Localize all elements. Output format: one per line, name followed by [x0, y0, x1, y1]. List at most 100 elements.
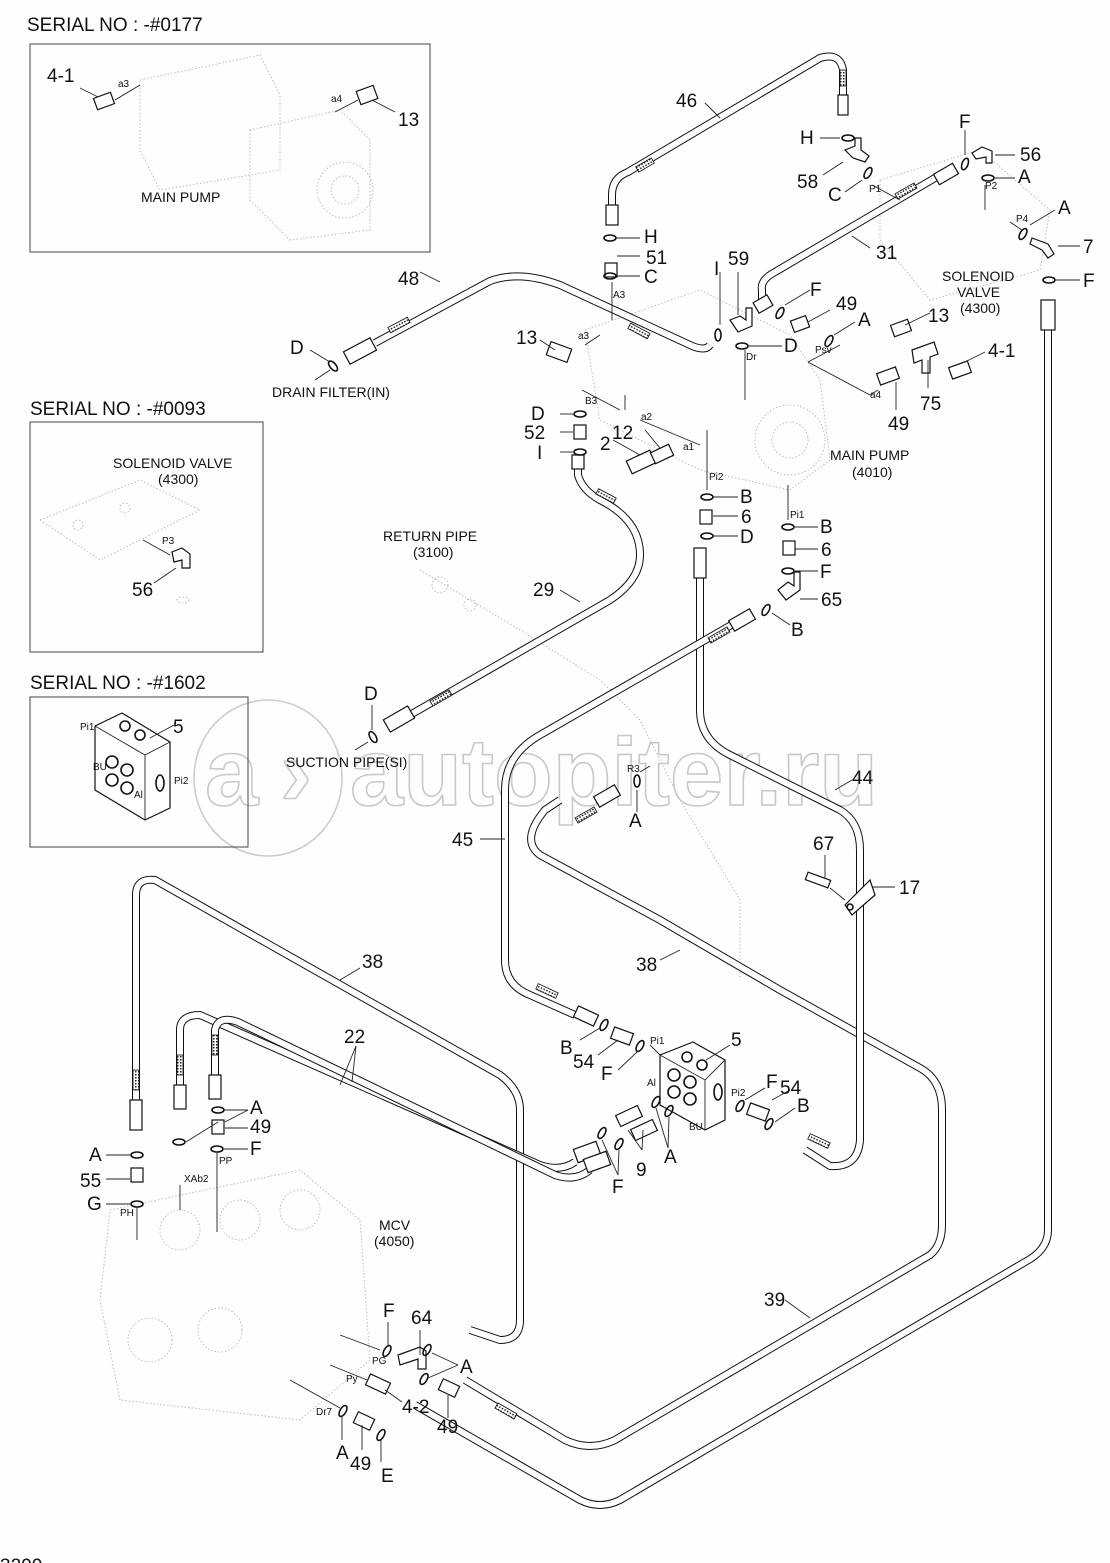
- inset-serial-0093: SERIAL NO : -#0093 SOLENOID VALVE (4300)…: [29, 399, 264, 653]
- pipe-45: [501, 607, 757, 1027]
- solenoid-valve-code: (4300): [960, 300, 1000, 316]
- seal-label: A: [460, 1357, 473, 1378]
- seal-label: E: [381, 1466, 394, 1487]
- hose-end: [572, 1005, 600, 1027]
- pipe-22: [173, 1011, 612, 1182]
- seal-label: B: [740, 487, 753, 508]
- inset-frame: [29, 421, 264, 653]
- seal-label: D: [740, 527, 754, 548]
- seal-label: A: [336, 1443, 349, 1464]
- port-label: PH: [120, 1208, 134, 1219]
- callout-38: 38: [362, 952, 383, 973]
- inset-title: SERIAL NO : -#1602: [30, 673, 206, 694]
- main-pump-label: MAIN PUMP: [830, 447, 909, 463]
- callout-29: 29: [533, 580, 554, 601]
- fitting-49: [437, 1377, 461, 1399]
- seal-label: B: [791, 620, 804, 641]
- seal-label: F: [612, 1177, 624, 1198]
- check-9: [614, 1104, 644, 1128]
- callout-58: 58: [797, 172, 818, 193]
- callout-labels: 46 58 56 7 31 51 59 49 13 4-1 75 49 48 1…: [80, 91, 1094, 1475]
- seal-label: I: [537, 443, 542, 464]
- inset-serial-1602: SERIAL NO : -#1602 Pi1 5 BU Pi2 Al: [29, 673, 249, 848]
- seal-label: B: [820, 517, 833, 538]
- port-label: PG: [372, 1356, 387, 1367]
- solenoid-valve-label: VALVE: [957, 284, 1000, 300]
- port-label: XAb2: [184, 1174, 209, 1185]
- seal-label: F: [1083, 271, 1095, 292]
- seal-label: F: [601, 1064, 613, 1085]
- callout-46: 46: [676, 91, 697, 112]
- fitting-4-1: [947, 360, 973, 380]
- seal-label: A: [89, 1145, 102, 1166]
- elbow-65: [777, 571, 801, 601]
- suction-pipe-label: SUCTION PIPE(SI): [286, 754, 407, 770]
- seal-label: A: [664, 1147, 677, 1168]
- callout-65: 65: [821, 590, 842, 611]
- port-label: a2: [641, 412, 653, 423]
- port-label: a4: [870, 390, 882, 401]
- component-label: MAIN PUMP: [141, 189, 220, 205]
- port-label: a1: [683, 442, 695, 453]
- fitting-54: [609, 1026, 635, 1046]
- port-label: Pi1: [650, 1036, 665, 1047]
- hose-end: [129, 1099, 143, 1131]
- callout-22: 22: [344, 1027, 365, 1048]
- component-labels: SOLENOID VALVE (4300) DRAIN FILTER(IN) M…: [272, 268, 1014, 1249]
- fitting-6: [699, 509, 713, 525]
- seal-labels: H C F A A F H C I F A D D D I B D B F B …: [87, 112, 1095, 1487]
- seal-label: G: [87, 1194, 102, 1215]
- callout-55: 55: [80, 1171, 101, 1192]
- elbow-part: [171, 547, 191, 569]
- callout-75: 75: [920, 394, 941, 415]
- adapter-12: [649, 443, 675, 465]
- seal-label: I: [714, 259, 719, 280]
- fitting-49: [875, 366, 901, 386]
- seal-label: C: [828, 185, 842, 206]
- callout-5: 5: [173, 717, 184, 738]
- port-label: A3: [613, 290, 626, 301]
- port-label: Dr: [746, 352, 757, 363]
- pipe-39: [462, 783, 946, 1450]
- port-label: P2: [985, 181, 998, 192]
- hose-end: [932, 162, 960, 186]
- seal-label: F: [820, 562, 832, 583]
- seal-label: C: [644, 267, 658, 288]
- seal-label: F: [766, 1072, 778, 1093]
- seal-label: B: [797, 1096, 810, 1117]
- callout-59: 59: [728, 249, 749, 270]
- callout-6: 6: [821, 540, 832, 561]
- mcv-ghost: [99, 1169, 371, 1421]
- seal-label: D: [531, 404, 545, 425]
- port-label: Psv: [815, 345, 832, 356]
- fitting-52: [573, 424, 587, 440]
- seal-label: D: [364, 684, 378, 705]
- hose-end: [727, 607, 757, 633]
- callout-17: 17: [899, 878, 920, 899]
- elbow-56: [971, 146, 993, 164]
- port-label: a3: [118, 79, 130, 90]
- leader-lines: [106, 102, 1080, 1462]
- plug-13: [889, 318, 913, 338]
- hose-end: [837, 94, 849, 116]
- seal-label: D: [290, 338, 304, 359]
- port-label: Pi2: [174, 776, 189, 787]
- seal-label: B: [560, 1038, 573, 1059]
- hose-end: [342, 336, 378, 366]
- port-label: Al: [647, 1078, 656, 1089]
- callout-49: 49: [250, 1117, 271, 1138]
- callout-64: 64: [411, 1308, 433, 1329]
- mcv-code: (4050): [374, 1233, 414, 1249]
- callout-56: 56: [1020, 145, 1041, 166]
- callout-54: 54: [573, 1052, 595, 1073]
- check-9: [629, 1118, 659, 1142]
- callout-49: 49: [836, 294, 857, 315]
- fitting-4-2: [364, 1373, 392, 1395]
- callout-6: 6: [741, 507, 752, 528]
- port-label: P4: [1016, 214, 1029, 225]
- return-pipe-code: (3100): [413, 544, 453, 560]
- fitting-54: [745, 1102, 771, 1122]
- callout-31: 31: [876, 243, 897, 264]
- port-label: Pi2: [731, 1088, 746, 1099]
- port-label: Pi1: [80, 722, 95, 733]
